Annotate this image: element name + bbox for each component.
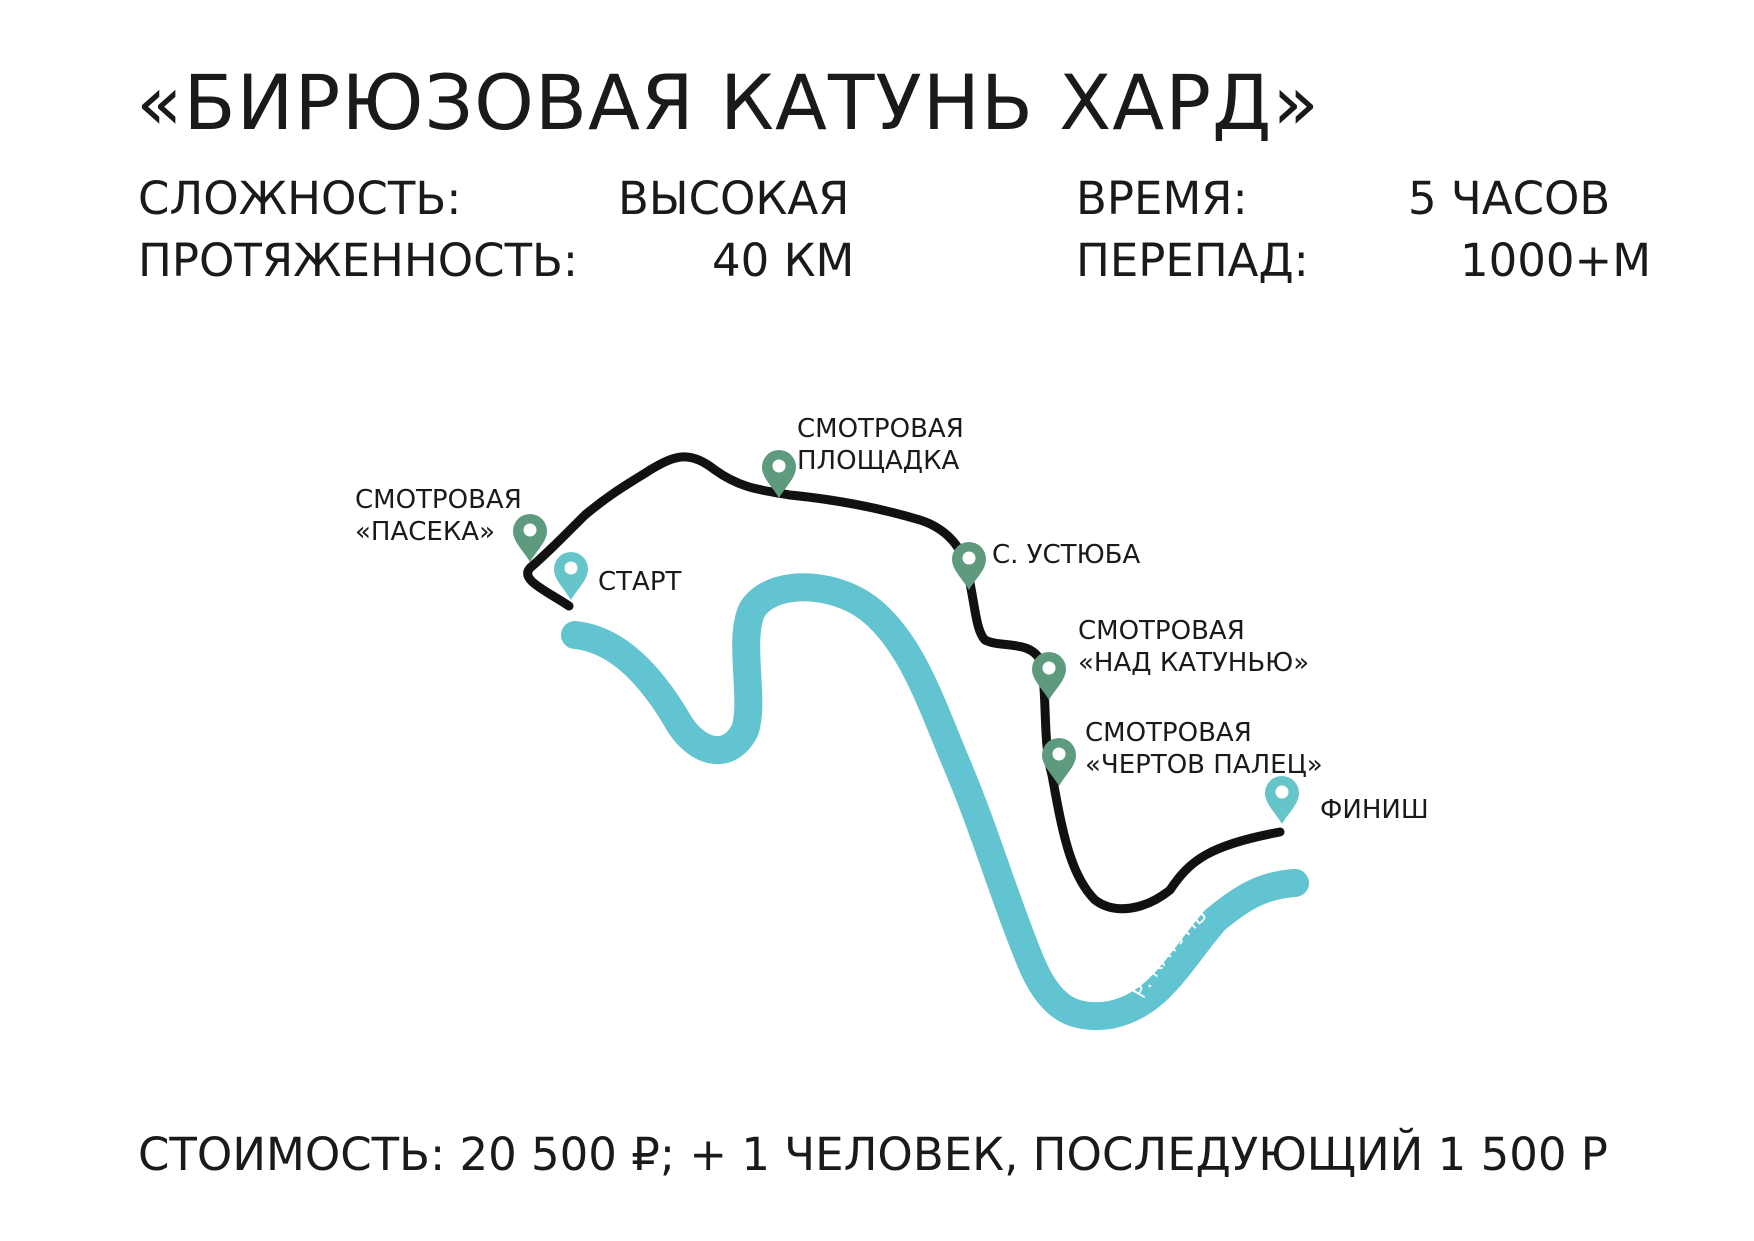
difficulty-value: ВЫСОКАЯ	[618, 172, 850, 225]
river-katun	[561, 573, 1309, 1031]
map-pin-icon-paseka	[513, 514, 547, 562]
map-pin-icon-finish	[1265, 776, 1299, 824]
page-title: «БИРЮЗОВАЯ КАТУНЬ ХАРД»	[136, 58, 1320, 147]
elevation-value: 1000+М	[1460, 234, 1652, 287]
waypoint-label-finish: ФИНИШ	[1320, 795, 1429, 825]
price-info: СТОИМОСТЬ: 20 500 ₽; + 1 ЧЕЛОВЕК, ПОСЛЕД…	[138, 1128, 1608, 1181]
map-pin-icon-nad-katunyu	[1032, 652, 1066, 700]
waypoint-label-nad-katunyu: СМОТРОВАЯ «НАД КАТУНЬЮ»	[1078, 616, 1309, 678]
difficulty-label: СЛОЖНОСТЬ:	[138, 172, 462, 225]
waypoint-label-paseka: СМОТРОВАЯ «ПАСЕКА»	[355, 485, 530, 547]
time-value: 5 ЧАСОВ	[1408, 172, 1611, 225]
time-label: ВРЕМЯ:	[1076, 172, 1248, 225]
waypoint-label-chertov-palets: СМОТРОВАЯ «ЧЕРТОВ ПАЛЕЦ»	[1085, 718, 1323, 780]
map-pin-icon-chertov-palets	[1042, 738, 1076, 786]
waypoint-label-ploshchadka: СМОТРОВАЯ ПЛОЩАДКА	[797, 414, 972, 476]
map-pin-icon-ploshchadka	[762, 450, 796, 498]
distance-label: ПРОТЯЖЕННОСТЬ:	[138, 234, 579, 287]
map-pin-icon-start	[554, 552, 588, 600]
distance-value: 40 КМ	[712, 234, 855, 287]
waypoint-label-start: СТАРТ	[598, 567, 682, 597]
map-pin-icon-ustyuba	[952, 542, 986, 590]
waypoint-label-ustyuba: С. УСТЮБА	[992, 540, 1140, 570]
elevation-label: ПЕРЕПАД:	[1076, 234, 1309, 287]
